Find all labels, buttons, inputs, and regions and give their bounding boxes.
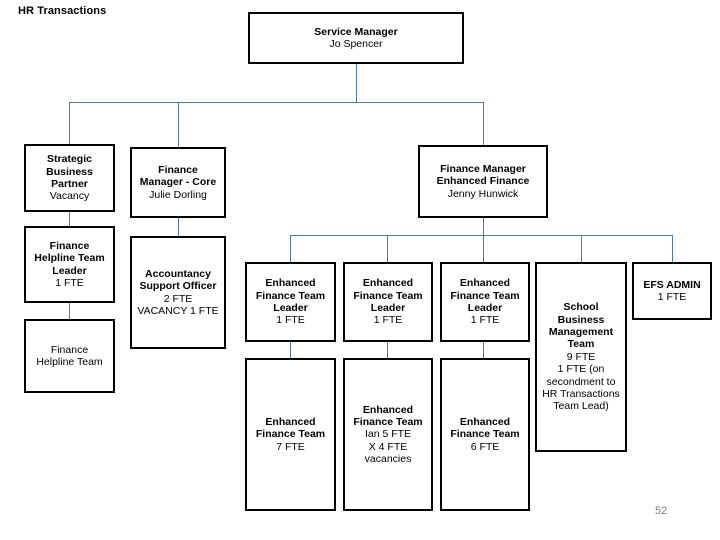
node-enhanced-finance-team-leader-2[interactable]: Enhanced Finance Team Leader 1 FTE — [343, 262, 433, 342]
node-line: Finance Team — [353, 415, 423, 428]
node-line: Helpline Team — [34, 252, 105, 265]
node-line: Leader — [370, 302, 406, 314]
node-line: Jenny Hunwick — [447, 187, 519, 200]
node-line: Enhanced — [362, 403, 414, 416]
node-enhanced-finance-team-1[interactable]: Enhanced Finance Team 7 FTE — [245, 358, 336, 511]
node-line: Enhanced — [459, 415, 511, 428]
node-finance-manager-core[interactable]: Finance Manager - Core Julie Dorling — [130, 147, 226, 218]
connector-drop-eft-leader-1 — [290, 235, 291, 262]
connector-tier2-bus — [290, 235, 672, 236]
node-service-manager[interactable]: Service Manager Jo Spencer — [248, 12, 464, 64]
node-line: Enhanced — [265, 415, 316, 428]
page-title: HR Transactions — [18, 5, 107, 17]
connector-enhanced-stem — [483, 218, 484, 235]
node-line: EFS ADMIN — [643, 278, 701, 291]
node-line: School — [563, 301, 599, 314]
node-line: Business — [557, 313, 605, 326]
node-line: Business — [46, 165, 93, 178]
connector-eft-leader-1-to-team-1 — [290, 342, 291, 358]
node-line: 1 FTE — [55, 276, 84, 289]
node-finance-helpline-team-leader[interactable]: Finance Helpline Team Leader 1 FTE — [24, 226, 115, 303]
connector-drop-school-business-team — [581, 235, 582, 262]
node-line: Leader — [467, 302, 503, 314]
node-line: 2 FTE — [163, 292, 193, 305]
connector-drop-eft-leader-3 — [483, 235, 484, 262]
node-line: 6 FTE — [470, 440, 500, 453]
node-line: 7 FTE — [276, 440, 305, 453]
connector-drop-efs-admin — [672, 235, 673, 262]
node-line: Service Manager — [314, 25, 398, 38]
node-line: Finance Team — [450, 428, 520, 441]
node-line: Team Lead) — [553, 400, 609, 413]
node-line: Finance — [50, 343, 89, 356]
node-accountancy-support-officer[interactable]: Accountancy Support Officer 2 FTE VACANC… — [130, 236, 226, 349]
node-line: Team — [567, 338, 595, 351]
node-line: 1 FTE — [276, 314, 305, 327]
node-line: Finance Team — [450, 289, 520, 302]
connector-finance-core-to-accountancy — [178, 218, 179, 236]
node-line: Finance — [158, 163, 198, 176]
node-line: 1 FTE — [373, 314, 403, 327]
connector-drop-finance-manager-enhanced — [483, 102, 484, 145]
page-number: 52 — [655, 505, 668, 517]
node-line: Support Officer — [139, 280, 217, 293]
node-line: HR Transactions — [542, 387, 620, 400]
node-line: Strategic — [47, 153, 92, 166]
node-line: Finance Team — [255, 428, 326, 441]
node-line: 9 FTE — [566, 350, 596, 363]
node-efs-admin[interactable]: EFS ADMIN 1 FTE — [632, 262, 712, 320]
node-line: Enhanced — [362, 277, 414, 290]
node-line: Manager - Core — [139, 176, 217, 189]
node-line: Leader — [52, 264, 87, 277]
node-line: Jo Spencer — [329, 38, 383, 50]
node-finance-manager-enhanced-finance[interactable]: Finance Manager Enhanced Finance Jenny H… — [418, 145, 548, 218]
node-line: vacancies — [364, 453, 412, 466]
node-line: Finance — [49, 239, 90, 252]
node-school-business-management-team[interactable]: School Business Management Team 9 FTE 1 … — [535, 262, 627, 452]
node-line: Enhanced — [459, 277, 511, 290]
node-line: Partner — [51, 178, 88, 190]
connector-service-manager-stem — [356, 64, 357, 102]
connector-tier1-bus — [69, 102, 483, 103]
connector-eft-leader-2-to-team-2 — [387, 342, 388, 358]
node-line: Vacancy — [49, 190, 90, 203]
node-enhanced-finance-team-2[interactable]: Enhanced Finance Team Ian 5 FTE X 4 FTE … — [343, 358, 433, 511]
node-line: Enhanced Finance — [436, 175, 530, 188]
node-line: Finance Team — [255, 289, 326, 302]
node-enhanced-finance-team-leader-1[interactable]: Enhanced Finance Team Leader 1 FTE — [245, 262, 336, 342]
node-line: Finance Team — [353, 289, 423, 302]
node-line: X 4 FTE — [368, 440, 408, 453]
node-line: VACANCY 1 FTE — [137, 304, 219, 317]
node-line: Management — [548, 326, 614, 339]
node-line: Ian 5 FTE — [364, 428, 412, 441]
node-line: Julie Dorling — [149, 188, 207, 201]
connector-drop-finance-manager-core — [178, 102, 179, 147]
node-line: Accountancy — [145, 267, 211, 280]
connector-drop-eft-leader-2 — [387, 235, 388, 262]
connector-drop-strategic-business-partner — [69, 102, 70, 144]
node-line: 1 FTE (on — [557, 363, 605, 376]
node-enhanced-finance-team-3[interactable]: Enhanced Finance Team 6 FTE — [440, 358, 530, 511]
node-line: Leader — [273, 302, 308, 314]
node-strategic-business-partner[interactable]: Strategic Business Partner Vacancy — [24, 144, 115, 212]
connector-helpline-leader-to-team — [69, 303, 70, 319]
connector-sbp-to-helpline-leader — [69, 212, 70, 226]
node-line: Finance Manager — [440, 162, 526, 175]
node-enhanced-finance-team-leader-3[interactable]: Enhanced Finance Team Leader 1 FTE — [440, 262, 530, 342]
connector-eft-leader-3-to-team-3 — [483, 342, 484, 358]
node-finance-helpline-team[interactable]: Finance Helpline Team — [24, 319, 115, 393]
node-line: 1 FTE — [657, 291, 687, 303]
node-line: secondment to — [546, 375, 616, 388]
node-line: 1 FTE — [470, 314, 500, 327]
node-line: Helpline Team — [36, 356, 103, 368]
node-line: Enhanced — [265, 277, 316, 290]
